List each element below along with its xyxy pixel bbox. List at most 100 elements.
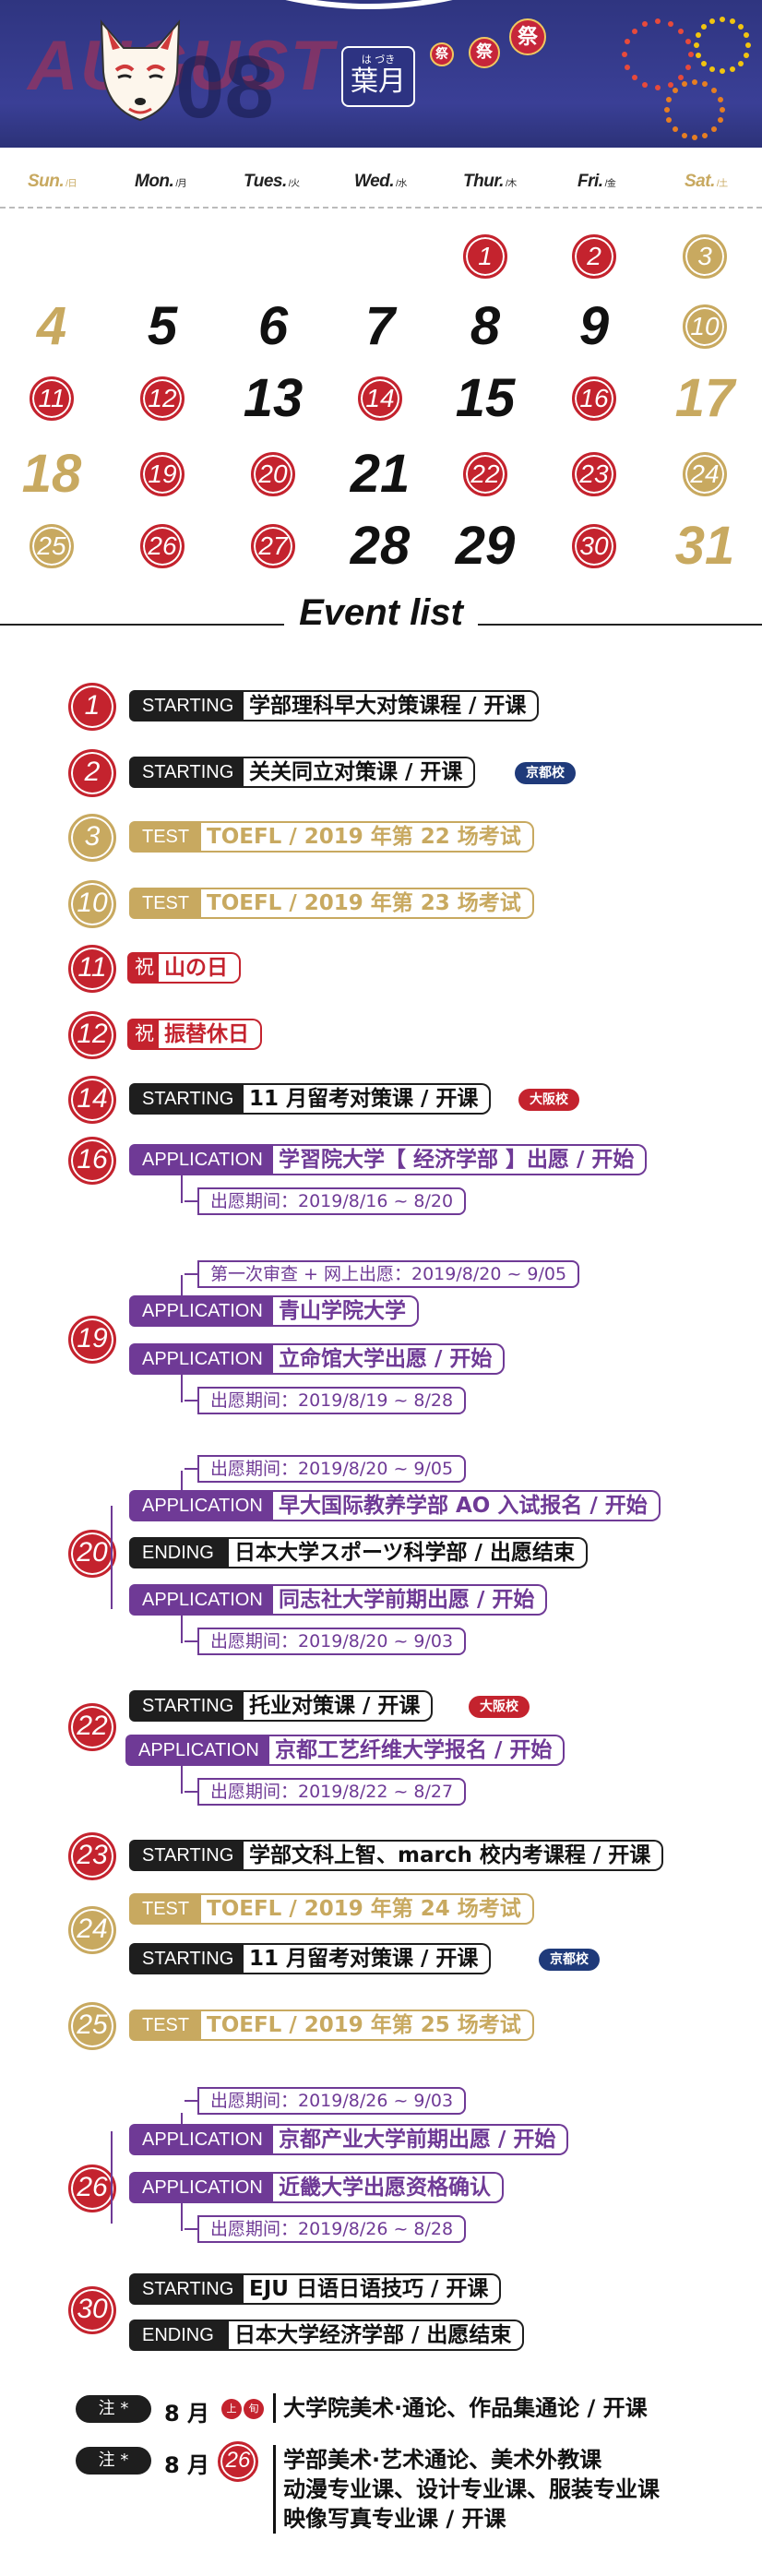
weekday-jp: /水 bbox=[396, 179, 407, 189]
weekday-en: Sun. bbox=[28, 172, 65, 191]
weekday-jp: /火 bbox=[288, 179, 300, 189]
calendar-day: 5 bbox=[147, 296, 178, 356]
weekday-en: Wed. bbox=[354, 172, 395, 191]
event-day-badge: 30 bbox=[68, 2286, 116, 2334]
calendar-day: 6 bbox=[257, 296, 289, 356]
event-day-badge: 22 bbox=[68, 1703, 116, 1751]
event-label: TOEFL / 2019 年第 24 场考试 bbox=[201, 1893, 534, 1925]
weekday-tues: Tues./火 bbox=[244, 172, 300, 192]
weekday-thur: Thur./木 bbox=[463, 172, 517, 192]
osaka-school-badge: 大阪校 bbox=[469, 1696, 530, 1718]
event-label: 同志社大学前期出愿 / 开始 bbox=[273, 1584, 548, 1616]
weekday-sat: Sat./土 bbox=[685, 172, 728, 192]
event-label: 学習院大学【 经济学部 】出愿 / 开始 bbox=[273, 1144, 648, 1175]
weekday-jp: /月 bbox=[175, 179, 187, 189]
connector-line bbox=[111, 2131, 113, 2224]
weekday-divider bbox=[0, 207, 762, 209]
calendar-day: 28 bbox=[350, 516, 411, 576]
ending-tag: ENDING bbox=[129, 2320, 240, 2351]
calendar-day: 21 bbox=[350, 444, 411, 504]
calendar-day: 2 bbox=[572, 234, 616, 279]
weekday-jp: /日 bbox=[65, 179, 77, 189]
note-text: 学部美术·艺术通论、美术外教课 动漫专业课、设计专业课、服装专业课 映像写真专业… bbox=[273, 2445, 660, 2534]
note-line: 大学院美术·通论、作品集通论 / 开课 bbox=[283, 2395, 648, 2421]
event-day-badge: 25 bbox=[68, 2002, 116, 2050]
event-list-title-text: Event list bbox=[284, 592, 478, 633]
event-day-badge: 1 bbox=[68, 683, 116, 731]
lantern-icon: 祭 bbox=[430, 42, 454, 66]
starting-tag: STARTING bbox=[129, 690, 255, 722]
note-month: 8 月 bbox=[164, 2401, 210, 2427]
event-label: TOEFL / 2019 年第 23 场考试 bbox=[201, 888, 534, 919]
note-month: 8 月 bbox=[164, 2452, 210, 2478]
starting-tag: STARTING bbox=[129, 1840, 255, 1871]
period-label: 出愿期间：2019/8/20 ~ 9/05 bbox=[184, 1455, 467, 1483]
event-label: 京都工艺纤维大学报名 / 开始 bbox=[269, 1735, 566, 1766]
application-tag: APPLICATION bbox=[129, 1144, 284, 1175]
weekday-en: Thur. bbox=[463, 172, 504, 191]
note-tag: 注 * bbox=[76, 2395, 151, 2423]
event-label: 早大国际教养学部 AO 入试报名 / 开始 bbox=[273, 1490, 661, 1521]
application-tag: APPLICATION bbox=[129, 1490, 284, 1521]
weekday-jp: /木 bbox=[505, 179, 517, 189]
weekday-mon: Mon./月 bbox=[135, 172, 187, 192]
calendar-day: 15 bbox=[455, 368, 516, 428]
weekday-en: Fri. bbox=[577, 172, 603, 191]
note-line: 动漫专业课、设计专业课、服装专业课 bbox=[283, 2476, 660, 2502]
period-label: 出愿期间：2019/8/20 ~ 9/03 bbox=[184, 1628, 467, 1655]
event-label: 学部文科上智、march 校内考课程 / 开课 bbox=[244, 1840, 664, 1871]
application-tag: APPLICATION bbox=[129, 1295, 284, 1327]
event-label: 11 月留考对策课 / 开课 bbox=[244, 1083, 492, 1115]
event-day-badge: 14 bbox=[68, 1076, 116, 1124]
starting-tag: STARTING bbox=[129, 2273, 255, 2305]
event-label: 11 月留考对策课 / 开课 bbox=[244, 1943, 492, 1974]
event-day-badge: 11 bbox=[68, 945, 116, 993]
calendar-day: 9 bbox=[578, 296, 610, 356]
event-label: 青山学院大学 bbox=[273, 1295, 419, 1327]
weekday-en: Mon. bbox=[135, 172, 174, 191]
starting-tag: STARTING bbox=[129, 1083, 255, 1115]
application-tag: APPLICATION bbox=[129, 2172, 284, 2203]
moon-arc bbox=[148, 0, 590, 9]
calendar-day: 19 bbox=[140, 452, 185, 496]
weekday-sun: Sun./日 bbox=[28, 172, 77, 192]
note-line: 映像写真专业课 / 开课 bbox=[283, 2506, 506, 2532]
calendar-day: 24 bbox=[683, 452, 727, 496]
event-day-badge: 10 bbox=[68, 880, 116, 928]
event-day-badge: 3 bbox=[68, 814, 116, 862]
month-name-box: は づき 葉月 bbox=[341, 46, 415, 107]
weekday-en: Tues. bbox=[244, 172, 287, 191]
event-label: 托业对策课 / 开课 bbox=[244, 1690, 434, 1722]
starting-tag: STARTING bbox=[129, 1943, 255, 1974]
event-label: 日本大学スポーツ科学部 / 出愿结束 bbox=[229, 1537, 588, 1568]
period-label: 出愿期间：2019/8/26 ~ 8/28 bbox=[184, 2215, 467, 2243]
calendar-day: 3 bbox=[683, 234, 727, 279]
weekday-wed: Wed./水 bbox=[354, 172, 407, 192]
event-day-badge: 19 bbox=[68, 1316, 116, 1364]
application-tag: APPLICATION bbox=[129, 2124, 284, 2155]
calendar-day: 8 bbox=[470, 296, 501, 356]
lantern-icon: 祭 bbox=[469, 37, 500, 68]
connector-line bbox=[181, 1766, 183, 1794]
event-label: 立命馆大学出愿 / 开始 bbox=[273, 1343, 506, 1375]
weekday-en: Sat. bbox=[685, 172, 715, 191]
fox-mask-icon bbox=[100, 19, 181, 122]
calendar-day: 18 bbox=[21, 444, 82, 504]
event-label: 京都产业大学前期出愿 / 开始 bbox=[273, 2124, 569, 2155]
calendar-day: 23 bbox=[572, 452, 616, 496]
period-label: 出愿期间：2019/8/26 ~ 9/03 bbox=[184, 2087, 467, 2115]
starting-tag: STARTING bbox=[129, 1690, 255, 1722]
calendar-day: 31 bbox=[674, 516, 735, 576]
note-badge: 旬 bbox=[244, 2399, 264, 2419]
lantern-icon: 祭 bbox=[509, 18, 546, 55]
kyoto-school-badge: 京都校 bbox=[515, 762, 576, 784]
calendar-day: 13 bbox=[243, 368, 304, 428]
banner-month-number: 08 bbox=[175, 38, 274, 137]
month-ruby: は づき bbox=[361, 54, 396, 66]
calendar-day: 1 bbox=[463, 234, 507, 279]
event-label: 学部理科早大对策课程 / 开课 bbox=[244, 690, 540, 722]
event-label: 关关同立对策课 / 开课 bbox=[244, 757, 476, 788]
event-label: 近畿大学出愿资格确认 bbox=[273, 2172, 504, 2203]
ending-tag: ENDING bbox=[129, 1537, 240, 1568]
starting-tag: STARTING bbox=[129, 757, 255, 788]
